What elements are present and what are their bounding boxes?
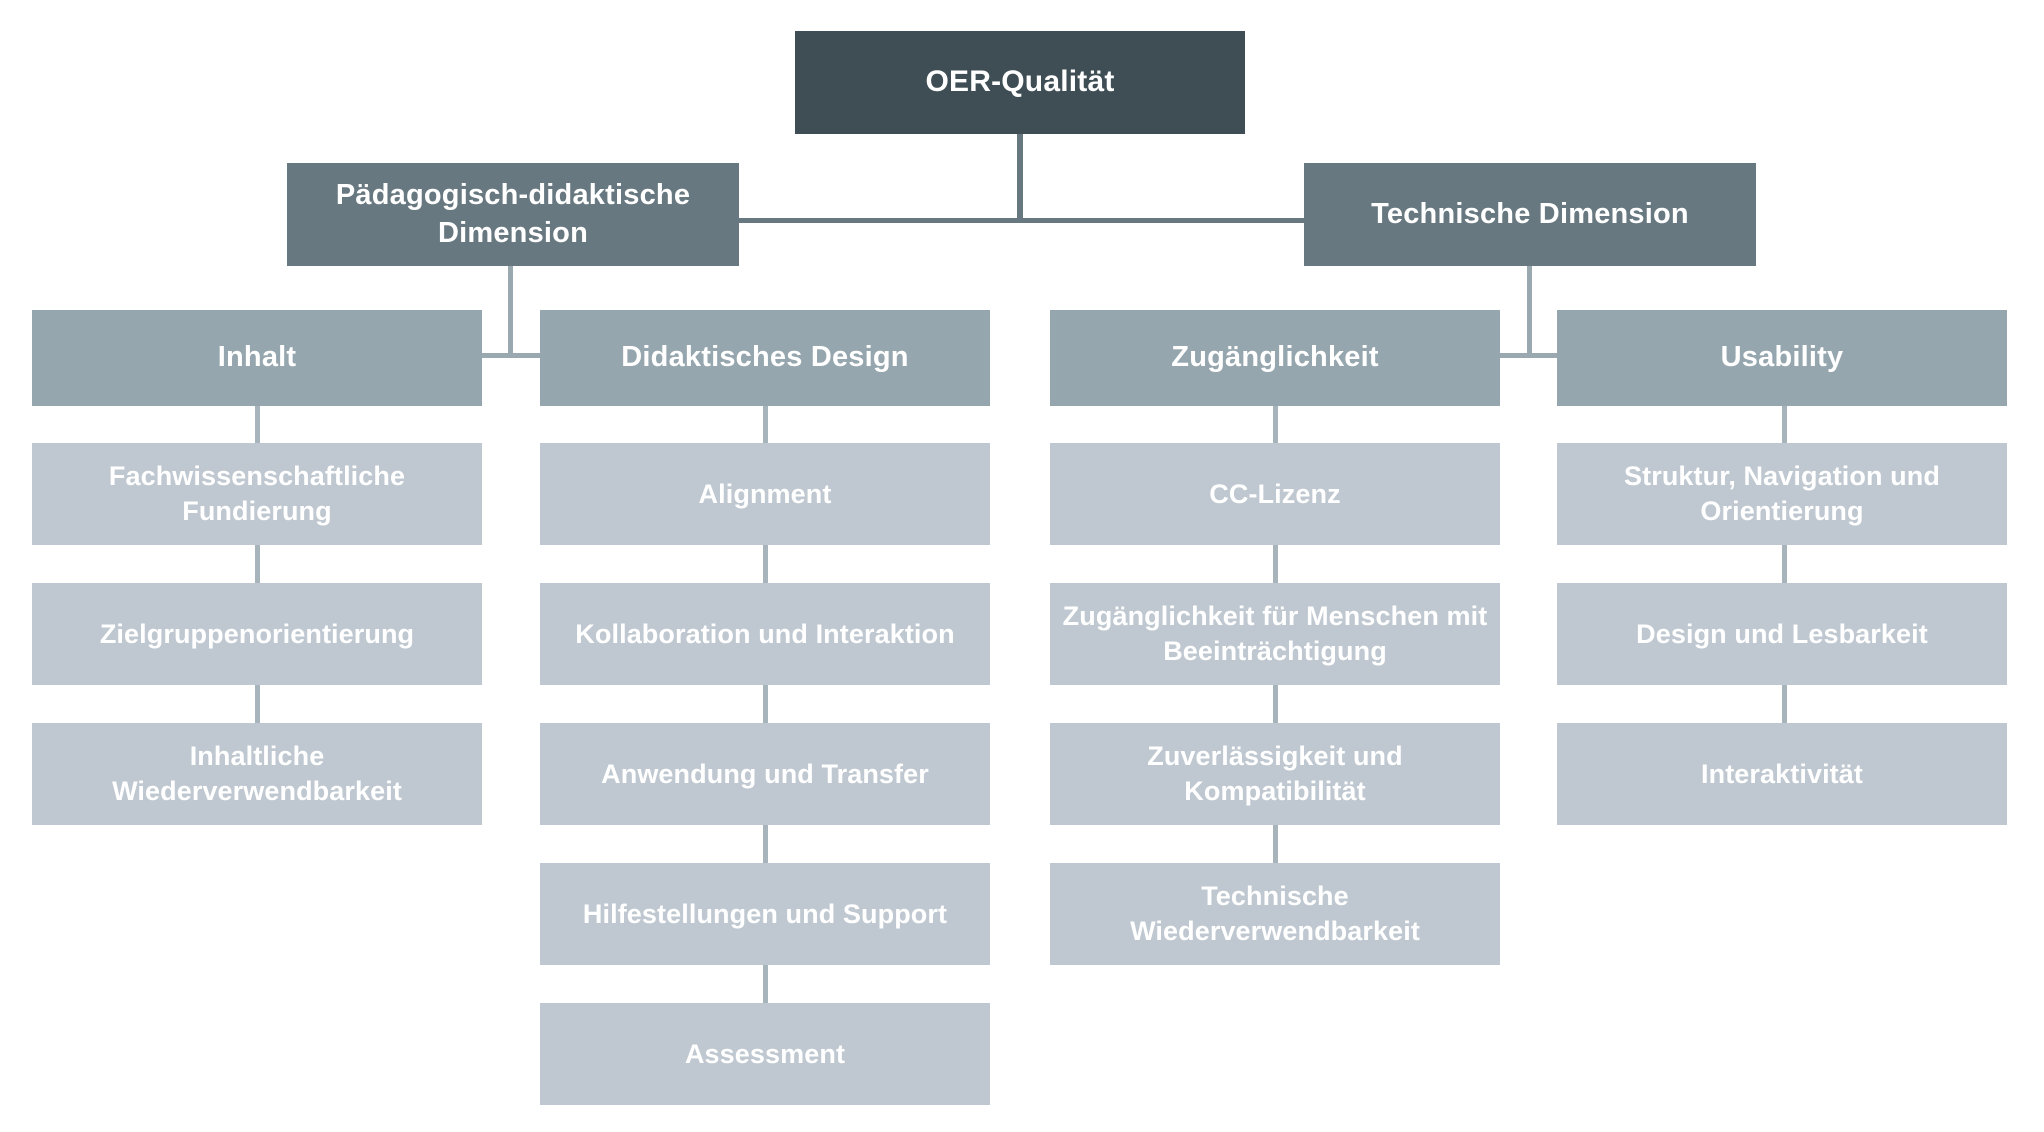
connector-col1-seg3 (255, 685, 260, 725)
connector-col2-seg4 (763, 825, 768, 865)
node-criterion-zuverlaessigkeit-und-kompatibilitaet[interactable]: Zuverlässigkeit und Kompatibilität (1050, 723, 1500, 825)
node-criterion-inhaltliche-wiederverwendbarkeit[interactable]: Inhaltliche Wiederverwendbarkeit (32, 723, 482, 825)
connector-paedagogische-bus (255, 353, 765, 358)
node-criterion-cc-lizenz[interactable]: CC-Lizenz (1050, 443, 1500, 545)
node-category-inhalt[interactable]: Inhalt (32, 310, 482, 406)
connector-paedagogische-stem (508, 265, 513, 357)
connector-col3-seg3 (1273, 685, 1278, 725)
node-criterion-kollaboration-und-interaktion[interactable]: Kollaboration und Interaktion (540, 583, 990, 685)
connector-col3-seg1 (1273, 405, 1278, 445)
node-criterion-technische-wiederverwendbarkeit[interactable]: Technische Wiederverwendbarkeit (1050, 863, 1500, 965)
connector-col2-seg2 (763, 545, 768, 585)
node-criterion-zielgruppenorientierung[interactable]: Zielgruppenorientierung (32, 583, 482, 685)
connector-col2-seg3 (763, 685, 768, 725)
node-criterion-struktur-navigation-und-orientierung[interactable]: Struktur, Navigation und Orientierung (1557, 443, 2007, 545)
node-category-didaktisches-design[interactable]: Didaktisches Design (540, 310, 990, 406)
node-category-usability[interactable]: Usability (1557, 310, 2007, 406)
connector-col3-seg4 (1273, 825, 1278, 865)
connector-col1-seg2 (255, 545, 260, 585)
connector-col4-seg1 (1782, 405, 1787, 445)
node-criterion-assessment[interactable]: Assessment (540, 1003, 990, 1105)
node-dimension-paedagogisch-didaktisch[interactable]: Pädagogisch-didaktische Dimension (287, 163, 739, 266)
node-root-oer-qualitaet[interactable]: OER-Qualität (795, 31, 1245, 134)
connector-root-stem (1017, 134, 1023, 221)
connector-technische-stem (1527, 265, 1532, 357)
node-criterion-alignment[interactable]: Alignment (540, 443, 990, 545)
connector-col3-seg2 (1273, 545, 1278, 585)
node-criterion-anwendung-und-transfer[interactable]: Anwendung und Transfer (540, 723, 990, 825)
node-criterion-interaktivitaet[interactable]: Interaktivität (1557, 723, 2007, 825)
connector-col4-seg3 (1782, 685, 1787, 725)
connector-col1-seg1 (255, 405, 260, 445)
node-category-zugaenglichkeit[interactable]: Zugänglichkeit (1050, 310, 1500, 406)
connector-dimension-bus (739, 218, 1304, 223)
node-criterion-fachwissenschaftliche-fundierung[interactable]: Fachwissenschaftliche Fundierung (32, 443, 482, 545)
node-criterion-hilfestellungen-und-support[interactable]: Hilfestellungen und Support (540, 863, 990, 965)
node-criterion-design-und-lesbarkeit[interactable]: Design und Lesbarkeit (1557, 583, 2007, 685)
node-criterion-zugaenglichkeit-fuer-menschen-mit-beeintraechtigung[interactable]: Zugänglichkeit für Menschen mit Beeinträ… (1050, 583, 1500, 685)
connector-col4-seg2 (1782, 545, 1787, 585)
node-dimension-technisch[interactable]: Technische Dimension (1304, 163, 1756, 266)
connector-technische-bus (1275, 353, 1785, 358)
connector-col2-seg5 (763, 965, 768, 1005)
connector-col2-seg1 (763, 405, 768, 445)
